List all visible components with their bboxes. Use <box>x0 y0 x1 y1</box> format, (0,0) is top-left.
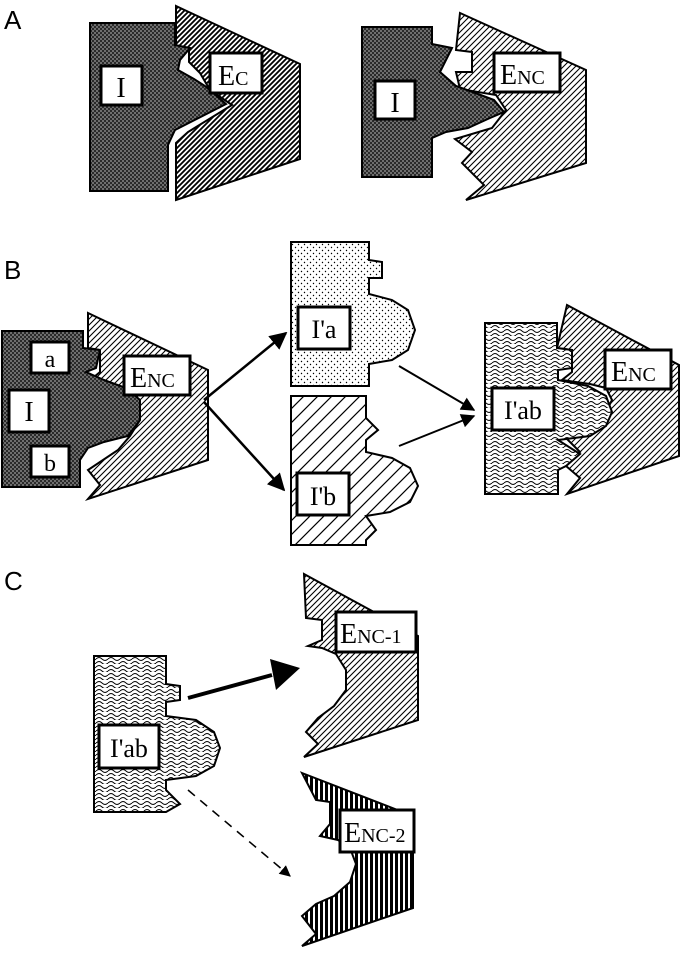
solid-arrow <box>187 673 273 700</box>
enzyme-noncompetitive-label-box: ENC <box>492 51 562 94</box>
inhibitor-label-box-2: I <box>373 79 417 121</box>
enzyme-nc-label-box-b2: ENC <box>603 348 673 391</box>
svg-text:EC: EC <box>218 61 248 92</box>
arrow-to-ib <box>203 401 286 492</box>
svg-text:I: I <box>24 397 33 428</box>
svg-text:I: I <box>116 73 125 104</box>
inhibitor-b-shape <box>290 395 420 546</box>
fragment-a-label-box: a <box>29 340 71 375</box>
fragment-b-label-box: b <box>29 444 71 479</box>
panel-c-letter: C <box>4 566 23 596</box>
inhibitor-noncompetitive-shape <box>361 26 506 178</box>
svg-text:I'ab: I'ab <box>504 396 542 425</box>
enzyme-nc2-label-box: ENC-2 <box>338 808 416 854</box>
arrow-ia-to-iab <box>398 365 476 411</box>
enzyme-competitive-label-box: EC <box>208 51 264 95</box>
svg-text:a: a <box>45 347 56 373</box>
svg-text:I: I <box>390 88 399 119</box>
enzyme-nc2-shape <box>299 771 414 947</box>
svg-text:ENC: ENC <box>611 357 656 388</box>
inhibitor-a-label-box: I'a <box>296 305 352 351</box>
inhibitor-label-box-3: I <box>7 388 51 434</box>
solid-arrow-head <box>270 659 300 690</box>
panel-a-letter: A <box>4 5 22 35</box>
svg-text:I'b: I'b <box>310 482 336 511</box>
svg-text:I'a: I'a <box>312 315 337 344</box>
inhibitor-b-label-box: I'b <box>295 471 351 517</box>
arrow-ib-to-iab <box>398 414 476 447</box>
enzyme-nc1-shape <box>302 572 419 758</box>
svg-text:ENC: ENC <box>500 60 545 91</box>
svg-text:ENC: ENC <box>130 363 175 394</box>
arrow-to-ia <box>203 331 288 401</box>
svg-text:I'ab: I'ab <box>110 734 148 763</box>
inhibitor-ab-label-box-c: I'ab <box>97 723 161 770</box>
enzyme-nc1-label-box: ENC-1 <box>334 610 418 654</box>
panel-b-letter: B <box>4 255 21 285</box>
enzyme-nc-label-box-b1: ENC <box>122 354 192 397</box>
inhibitor-ab-label-box-b: I'ab <box>490 386 556 432</box>
svg-text:ENC-1: ENC-1 <box>340 619 402 650</box>
dashed-arrow <box>187 789 291 877</box>
svg-text:b: b <box>44 451 56 477</box>
inhibitor-label-box: I <box>99 64 144 107</box>
svg-text:ENC-2: ENC-2 <box>344 818 406 849</box>
